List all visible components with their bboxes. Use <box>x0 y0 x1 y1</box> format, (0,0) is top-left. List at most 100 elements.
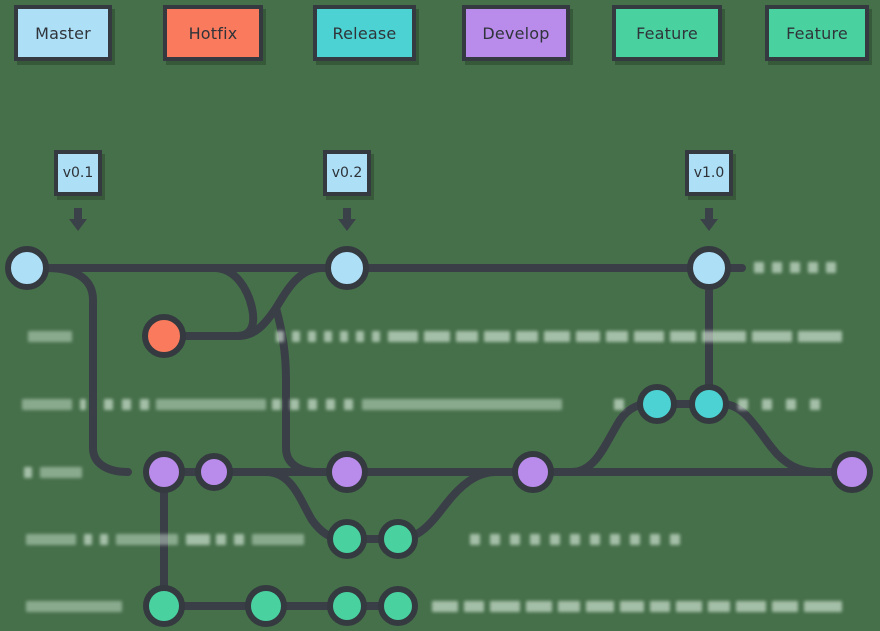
commit-dot[interactable] <box>378 519 418 559</box>
caption-blur-feature-1-51 <box>234 534 244 545</box>
legend-label: Master <box>35 23 91 43</box>
version-tag-v0.1[interactable]: v0.1 <box>54 150 102 196</box>
commit-dot[interactable] <box>831 451 873 493</box>
caption-blur-master-25 <box>826 262 836 273</box>
caption-blur-hotfix-12 <box>516 331 538 342</box>
caption-blur-hotfix-13 <box>544 331 570 342</box>
legend-box-hotfix-1[interactable]: Hotfix <box>163 5 263 61</box>
caption-blur-release-41 <box>786 399 796 410</box>
caption-blur-feature-1-45 <box>26 534 76 545</box>
legend-label: Feature <box>786 23 848 43</box>
commit-dot[interactable] <box>689 384 729 424</box>
legend-label: Hotfix <box>188 23 238 43</box>
caption-blur-feature-1-49 <box>186 534 210 545</box>
commit-dot[interactable] <box>326 451 368 493</box>
edge-release-merge-dev <box>718 400 822 476</box>
caption-blur-release-32 <box>272 399 281 410</box>
caption-blur-feature-2-69 <box>558 601 580 612</box>
caption-blur-release-39 <box>738 399 748 410</box>
caption-blur-hotfix-6 <box>356 331 364 342</box>
caption-blur-release-28 <box>104 399 113 410</box>
commit-dot[interactable] <box>327 586 367 626</box>
commit-dot[interactable] <box>378 586 418 626</box>
caption-blur-hotfix-14 <box>576 331 600 342</box>
commit-dot[interactable] <box>327 519 367 559</box>
caption-blur-hotfix-3 <box>308 331 316 342</box>
branch-legend: Master Hotfix Release Develop Feature Feature <box>0 0 880 72</box>
caption-blur-feature-2-67 <box>490 601 520 612</box>
edge-master-to-develop <box>42 264 132 476</box>
caption-blur-release-42 <box>810 399 820 410</box>
commit-node-develop-8[interactable] <box>326 451 368 493</box>
caption-blur-hotfix-9 <box>424 331 450 342</box>
caption-blur-feature-2-74 <box>708 601 730 612</box>
commit-node-master-2[interactable] <box>687 246 731 290</box>
commit-node-feature-2-14[interactable] <box>245 585 287 627</box>
caption-blur-master-24 <box>808 262 818 273</box>
commit-dot[interactable] <box>512 451 554 493</box>
caption-blur-feature-2-72 <box>650 601 670 612</box>
legend-box-feature-5[interactable]: Feature <box>765 5 869 61</box>
commit-dot[interactable] <box>325 246 369 290</box>
commit-node-group <box>5 246 873 627</box>
caption-blur-feature-1-55 <box>510 534 520 545</box>
commit-node-feature-1-12[interactable] <box>378 519 418 559</box>
legend-box-release-2[interactable]: Release <box>313 5 416 61</box>
commit-node-master-0[interactable] <box>5 246 49 290</box>
commit-node-release-4[interactable] <box>637 384 677 424</box>
version-tag-v1.0[interactable]: v1.0 <box>685 150 733 196</box>
commit-node-release-5[interactable] <box>689 384 729 424</box>
caption-blur-hotfix-17 <box>670 331 696 342</box>
caption-blur-feature-1-57 <box>550 534 560 545</box>
commit-node-feature-2-13[interactable] <box>143 585 185 627</box>
caption-blur-hotfix-5 <box>340 331 348 342</box>
commit-dot[interactable] <box>687 246 731 290</box>
commit-node-develop-10[interactable] <box>831 451 873 493</box>
commit-node-master-1[interactable] <box>325 246 369 290</box>
caption-blur-feature-1-63 <box>670 534 680 545</box>
caption-blur-release-30 <box>140 399 149 410</box>
commit-dot[interactable] <box>637 384 677 424</box>
caption-blur-master-22 <box>772 262 782 273</box>
legend-box-master-0[interactable]: Master <box>14 5 112 61</box>
legend-label: Develop <box>482 23 550 43</box>
caption-blur-hotfix-7 <box>372 331 380 342</box>
commit-dot[interactable] <box>195 453 233 491</box>
caption-blur-feature-1-59 <box>590 534 600 545</box>
legend-box-develop-3[interactable]: Develop <box>462 5 570 61</box>
legend-box-feature-4[interactable]: Feature <box>612 5 722 61</box>
caption-blur-release-29 <box>122 399 131 410</box>
caption-blur-develop-44 <box>40 467 82 478</box>
commit-dot[interactable] <box>143 585 185 627</box>
caption-blur-feature-2-76 <box>772 601 798 612</box>
commit-node-feature-2-16[interactable] <box>378 586 418 626</box>
caption-blur-feature-1-56 <box>530 534 540 545</box>
commit-node-hotfix-3[interactable] <box>142 314 186 358</box>
commit-node-feature-2-15[interactable] <box>327 586 367 626</box>
commit-node-develop-7[interactable] <box>195 453 233 491</box>
caption-blur-feature-1-54 <box>490 534 500 545</box>
caption-blur-master-21 <box>754 262 764 273</box>
commit-dot[interactable] <box>5 246 49 290</box>
commit-dot[interactable] <box>142 314 186 358</box>
caption-blur-release-35 <box>326 399 335 410</box>
caption-blur-release-38 <box>614 399 624 410</box>
caption-blur-feature-1-62 <box>650 534 660 545</box>
commit-node-feature-1-11[interactable] <box>327 519 367 559</box>
caption-blur-feature-1-58 <box>570 534 580 545</box>
caption-blur-release-36 <box>344 399 353 410</box>
commit-dot[interactable] <box>245 585 287 627</box>
commit-node-develop-9[interactable] <box>512 451 554 493</box>
version-tag-label: v0.1 <box>62 165 94 181</box>
caption-blur-feature-1-47 <box>100 534 108 545</box>
caption-blur-release-34 <box>308 399 317 410</box>
version-tag-v0.2[interactable]: v0.2 <box>323 150 371 196</box>
caption-blur-feature-1-61 <box>630 534 640 545</box>
caption-blur-release-27 <box>80 399 86 410</box>
caption-blur-release-31 <box>156 399 266 410</box>
commit-node-develop-6[interactable] <box>143 451 185 493</box>
commit-dot[interactable] <box>143 451 185 493</box>
caption-blur-hotfix-2 <box>292 331 300 342</box>
